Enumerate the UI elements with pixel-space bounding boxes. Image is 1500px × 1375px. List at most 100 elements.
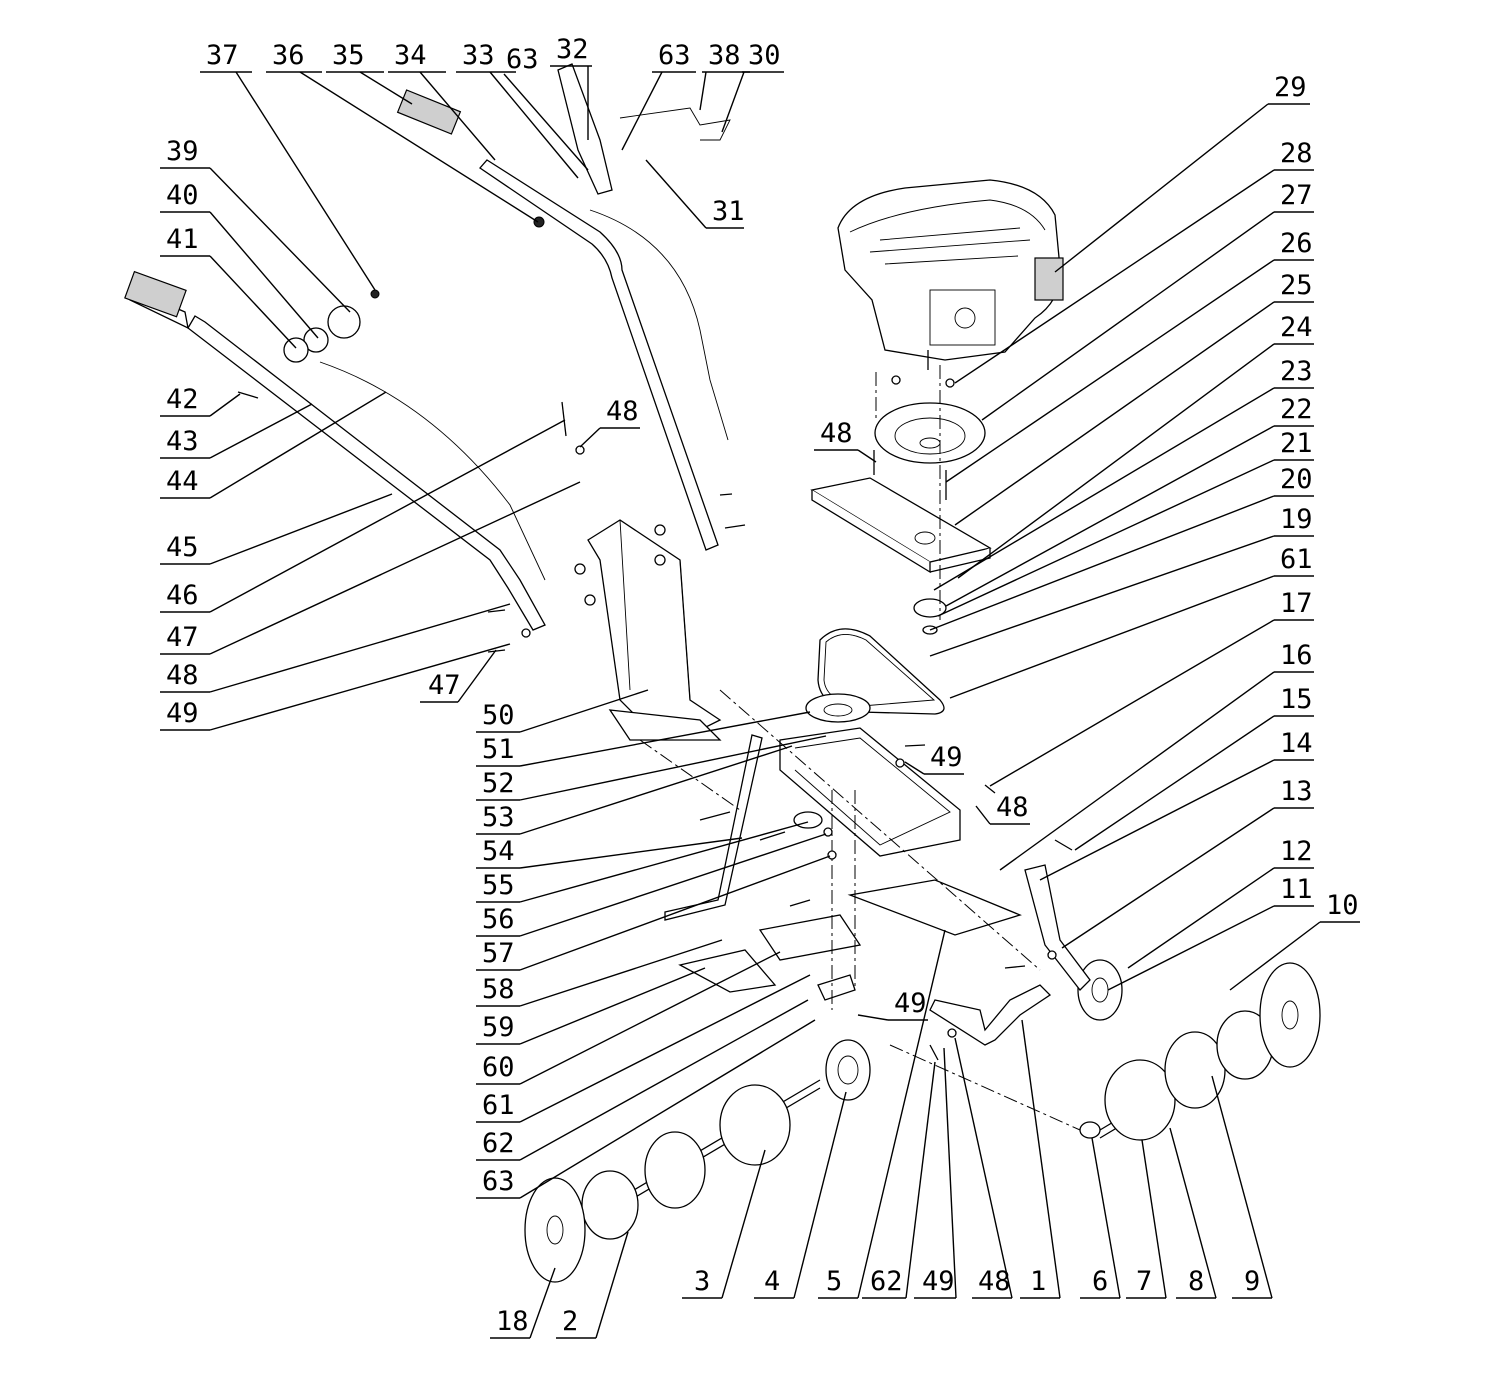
callout-number: 5 [826,1266,842,1297]
callout-56: 56 [476,833,827,937]
callout-33: 33 [456,40,579,179]
leader-line [1141,1139,1167,1299]
callout-14: 14 [1039,728,1314,881]
callout-21: 21 [937,428,1314,617]
leader-line [929,535,1275,657]
leader-line [904,761,925,775]
callout-49-center: 49 [857,988,928,1021]
callout-47: 47 [160,481,581,655]
callout-47-lower: 47 [420,649,497,703]
callout-number: 12 [1280,836,1313,867]
callout-44: 44 [160,391,387,499]
callout-54: 54 [476,836,743,869]
callout-19: 19 [929,504,1314,657]
leader-line [209,255,297,349]
leader-line [1039,759,1275,881]
tiller-column [587,519,722,741]
callout-number: 48 [606,396,639,427]
callout-number: 19 [1280,504,1313,535]
callout-34: 34 [388,40,496,161]
leader-line [857,449,877,463]
depth-bar [664,734,763,921]
callout-48-left: 48 [160,603,511,693]
leader-line [949,575,1275,699]
callout-number: 1 [1030,1266,1046,1297]
callout-number: 56 [482,904,515,935]
callout-number: 35 [332,40,365,71]
callout-number: 49 [922,1266,955,1297]
callout-number: 30 [748,40,781,71]
leader-line [519,837,743,869]
callout-number: 31 [712,196,745,227]
callout-29: 29 [1054,72,1310,273]
leader-line [1021,1019,1061,1299]
callout-number: 63 [506,44,539,75]
callout-30: 30 [721,40,784,133]
callout-number: 44 [166,466,199,497]
left-tine-assembly [524,1079,821,1283]
leader-line [519,689,649,733]
callout-number: 16 [1280,640,1313,671]
callout-4: 4 [754,1091,847,1299]
leader-line [999,671,1275,871]
leader-line [419,71,496,161]
callout-13: 13 [1061,776,1314,949]
callout-number: 11 [1280,874,1313,905]
leader-line [1127,867,1275,969]
callout-24: 24 [957,312,1314,579]
leader-line [519,974,811,1123]
leader-line [857,929,946,1299]
callout-65: 63 [503,44,589,171]
drive-pulley [913,598,947,618]
leader-line [945,425,1275,607]
leader-line [519,939,723,1007]
callout-60: 60 [476,951,781,1085]
leader-line [1169,1127,1217,1299]
callout-16: 16 [999,640,1314,871]
callout-49-right-top: 49 [904,742,964,775]
callout-59: 59 [476,967,706,1045]
leader-line [1061,807,1275,949]
leader-line [519,855,831,971]
callout-41: 41 [160,224,297,349]
leader-line [957,343,1275,579]
callout-61: 61 [476,974,811,1123]
leader-line [945,259,1275,483]
callout-37: 37 [200,40,376,291]
callout-35: 35 [326,40,413,105]
cover-plate [678,949,777,993]
leader-line [209,403,313,459]
callout-number: 23 [1280,356,1313,387]
callout-number: 7 [1136,1266,1152,1297]
leader-line [519,735,827,801]
callout-9: 9 [1211,1075,1273,1299]
callout-number: 2 [562,1306,578,1337]
callout-number: 50 [482,700,515,731]
callout-number: 9 [1244,1266,1260,1297]
callout-number: 60 [482,1052,515,1083]
callout-number: 62 [870,1266,903,1297]
callouts: 37 36 35 34 33 63 32 63 38 30 31 39 40 4… [160,34,1360,1339]
callout-32: 32 [550,34,592,140]
callout-6: 6 [1080,1137,1121,1299]
callout-number: 14 [1280,728,1313,759]
callout-63-left: 63 [476,1019,816,1199]
callout-number: 42 [166,384,199,415]
leader-line [954,169,1275,384]
callout-12: 12 [1127,836,1314,969]
leader-line [209,493,393,565]
leader-line [954,301,1275,526]
callout-31: 31 [645,159,745,229]
callout-number: 41 [166,224,199,255]
callout-number: 20 [1280,464,1313,495]
callout-number: 61 [482,1090,515,1121]
callout-11: 11 [1107,874,1314,991]
callout-39: 39 [160,136,351,313]
leader-line [299,71,539,223]
callout-number: 62 [482,1128,515,1159]
leader-line [359,71,413,105]
leader-line [645,159,707,229]
callout-number: 33 [462,40,495,71]
leader-line [579,427,601,448]
